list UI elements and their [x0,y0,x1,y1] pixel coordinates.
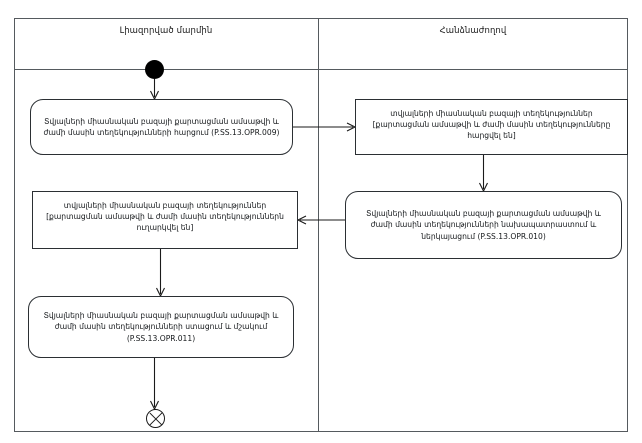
swimlane-vertical-divider [318,18,319,432]
activity-final-node-icon [146,409,165,428]
action-node-receive-process[interactable]: Տվյալների միասնական բազայի քարտացման ամս… [28,296,294,358]
object-node-info-sent[interactable]: տվյալների միասնական բազայի տեղեկությունն… [32,191,298,249]
action-node-receive-process-label: Տվյալների միասնական բազայի քարտացման ամս… [43,311,279,343]
object-node-info-sent-label: տվյալների միասնական բազայի տեղեկությունն… [46,201,284,233]
action-node-request-info[interactable]: Տվյալների միասնական բազայի քարտացման ամս… [30,99,293,155]
action-node-prepare-present[interactable]: Տվյալների միասնական բազայի քարտացման ամս… [345,191,622,259]
action-node-prepare-present-label: Տվյալների միասնական բազայի քարտացման ամս… [366,209,601,241]
swimlane-header-divider [14,69,628,70]
initial-node-icon [145,60,164,79]
swimlane-header-commission: Հանձնաժողով [439,26,507,36]
swimlane-header-authorized-body: Լիազորված մարմին [119,26,213,36]
action-node-request-info-label: Տվյալների միասնական բազայի քարտացման ամս… [43,116,280,137]
object-node-request-info-label: տվյալների միասնական բազայի տեղեկությունն… [372,109,611,141]
object-node-request-info[interactable]: տվյալների միասնական բազայի տեղեկությունն… [355,99,628,155]
